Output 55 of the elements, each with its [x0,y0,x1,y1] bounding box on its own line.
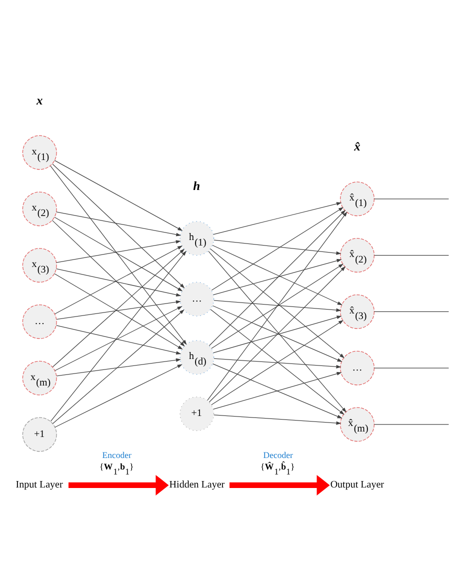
arrow [50,165,187,344]
connector [374,254,450,256]
arrow [208,250,346,412]
arrow [211,320,344,405]
arrow [214,239,342,254]
arrow [214,358,342,368]
arrow [56,240,181,262]
arrow [207,211,348,400]
node-circle: +1 [180,396,214,431]
arrow [54,216,183,291]
arrow [56,358,181,376]
node-circle: +1 [22,416,57,452]
arrow [54,272,183,349]
node-text: Input Layer [16,479,63,490]
arrow [56,211,182,236]
connector [374,198,450,199]
arrow [213,258,342,295]
node-label: h [193,178,200,193]
arrow [212,363,342,418]
arrow [214,414,342,424]
node-label: x̂ [354,139,360,154]
node-text: Hidden Layer [169,479,225,490]
arrow [56,324,182,354]
arrow [213,372,342,410]
arrow [56,268,182,296]
connector [374,367,450,368]
arrow [208,266,346,402]
arrow [52,163,185,288]
arrow [52,308,184,424]
arrow [211,206,344,290]
arrow [68,474,169,495]
arrow [54,160,183,230]
arrow [230,474,330,495]
arrow [52,248,185,367]
arrow [210,308,344,414]
edge-label: Encoder [102,450,132,460]
connector [374,310,450,312]
arrow [54,245,183,314]
arrow [212,244,342,305]
arrow [208,209,346,346]
arrow [214,300,342,312]
arrow [56,300,181,320]
arrow [212,304,342,362]
node-label: x [36,92,43,107]
node-text: Output Layer [330,479,384,490]
arrow [211,263,344,348]
node-circle: … [22,304,57,338]
edge-label: Decoder [263,450,293,460]
arrow [54,306,182,370]
arrow [52,220,185,346]
arrow [213,202,342,234]
arrow [54,364,182,428]
arrow [210,248,345,358]
arrow [50,250,186,422]
arrow [213,315,342,353]
